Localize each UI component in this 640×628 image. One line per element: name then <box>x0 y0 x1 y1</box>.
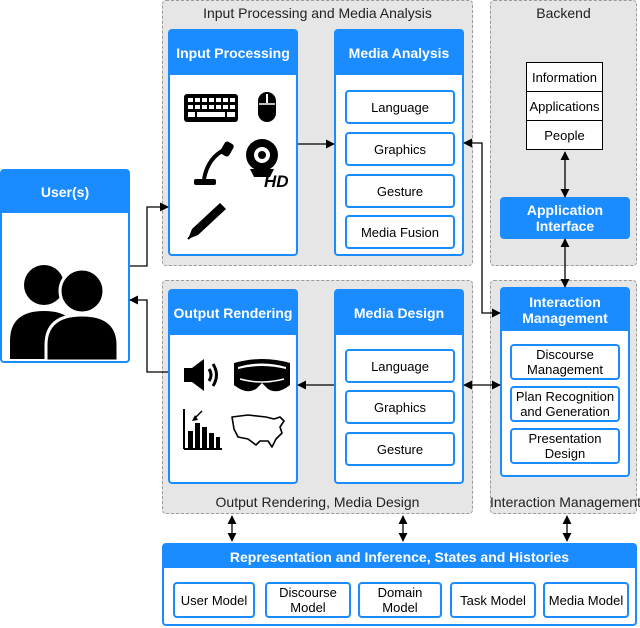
representation-title: Representation and Inference, States and… <box>164 545 635 568</box>
media-analysis-media-fusion: Media Fusion <box>345 215 455 249</box>
microphone-icon <box>194 141 234 185</box>
input-media-group-label: Input Processing and Media Analysis <box>203 5 432 21</box>
user-model: User Model <box>173 582 255 618</box>
discourse-management: Discourse Management <box>510 344 620 380</box>
bar-chart-icon <box>183 409 222 450</box>
media-design-panel: Media Design Language Graphics Gesture <box>334 289 464 484</box>
media-analysis-title: Media Analysis <box>336 31 462 75</box>
media-design-language: Language <box>345 349 455 383</box>
map-icon <box>231 414 285 448</box>
mouse-icon <box>258 92 276 122</box>
interaction-management-panel: Interaction Management Discourse Managem… <box>500 287 630 477</box>
users-title: User(s) <box>2 171 128 213</box>
representation-panel: Representation and Inference, States and… <box>162 543 637 626</box>
media-model: Media Model <box>543 582 629 618</box>
media-design-gesture: Gesture <box>345 432 455 466</box>
keyboard-icon <box>184 94 238 122</box>
backend-applications: Applications <box>526 91 603 121</box>
media-analysis-panel: Media Analysis Language Graphics Gesture… <box>334 29 464 256</box>
output-rendering-title: Output Rendering <box>170 291 296 335</box>
task-model: Task Model <box>450 582 536 618</box>
input-processing-title: Input Processing <box>170 31 296 75</box>
application-interface-box: Application Interface <box>500 197 630 239</box>
output-rendering-panel: Output Rendering <box>168 289 298 484</box>
media-analysis-language: Language <box>345 90 455 124</box>
discourse-model: Discourse Model <box>265 582 351 618</box>
media-analysis-gesture: Gesture <box>345 174 455 208</box>
backend-information: Information <box>526 62 603 92</box>
interaction-group-label: Interaction Management <box>490 494 640 510</box>
input-processing-panel: Input Processing HD <box>168 29 298 256</box>
svg-text:HD: HD <box>264 172 289 189</box>
users-icon <box>10 265 120 361</box>
vr-headset-icon <box>234 359 290 392</box>
output-design-group-label: Output Rendering, Media Design <box>215 494 420 510</box>
plan-recognition-generation: Plan Recognition and Generation <box>510 386 620 422</box>
media-analysis-graphics: Graphics <box>345 132 455 166</box>
media-design-graphics: Graphics <box>345 390 455 424</box>
users-panel: User(s) <box>0 169 130 363</box>
interaction-management-title: Interaction Management <box>502 289 628 331</box>
speaker-icon <box>184 359 218 391</box>
webcam-hd-icon: HD <box>246 139 289 189</box>
presentation-design: Presentation Design <box>510 428 620 464</box>
pen-icon <box>187 203 226 240</box>
backend-group-label: Backend <box>536 5 591 21</box>
media-design-title: Media Design <box>336 291 462 335</box>
domain-model: Domain Model <box>358 582 442 618</box>
backend-people: People <box>526 120 603 150</box>
